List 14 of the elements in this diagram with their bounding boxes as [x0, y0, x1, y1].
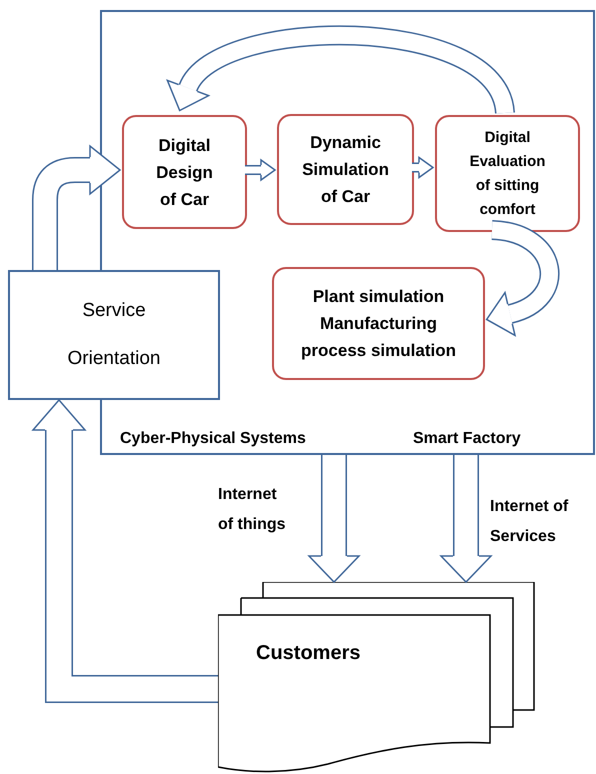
- process-box: [122, 115, 247, 229]
- box-label: Plant simulation Manufacturing process simulation: [300, 286, 457, 362]
- process-box: [272, 267, 485, 380]
- document-stack: [218, 582, 535, 774]
- frame-label: Cyber-Physical Systems: [120, 429, 306, 449]
- frame-label: Smart Factory: [413, 429, 521, 449]
- process-box: [277, 114, 414, 225]
- box-label: Digital Design of Car: [155, 134, 214, 210]
- process-box: [435, 115, 580, 232]
- service-box: [8, 270, 220, 400]
- box-label: Digital Evaluation of sitting comfort: [468, 128, 546, 220]
- box-label: Dynamic Simulation of Car: [302, 132, 389, 208]
- document-label: Customers: [256, 641, 360, 666]
- box-label: Service Orientation: [66, 299, 162, 371]
